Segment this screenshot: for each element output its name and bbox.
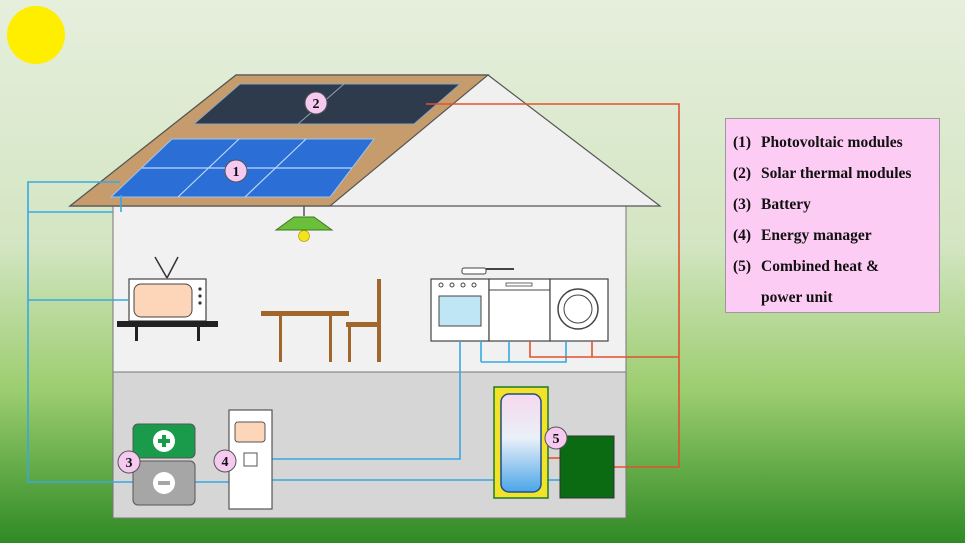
dishwasher (488, 278, 551, 342)
electric-lines (27, 181, 567, 483)
stove-knob (460, 282, 466, 288)
tv-knob (198, 287, 202, 291)
stove-knob (449, 282, 455, 288)
minus-icon-bar (158, 481, 170, 485)
legend-label: Photovoltaic modules (761, 134, 903, 151)
dishwasher-handle (505, 282, 533, 287)
table-top (261, 311, 349, 316)
legend-number: (5) (733, 258, 752, 275)
tv-screen (133, 283, 193, 318)
legend-label: Battery (761, 196, 811, 213)
marker-label: 3 (126, 456, 133, 471)
tv-stand-leg (135, 327, 138, 341)
pan-icon (461, 267, 487, 275)
table-leg (329, 316, 332, 362)
lamp-bulb-icon (298, 230, 310, 242)
legend-item: (2) Solar thermal modules (733, 158, 933, 189)
table-leg (279, 316, 282, 362)
tv-stand-leg (197, 327, 200, 341)
legend-number: (1) (733, 134, 752, 151)
legend-item: (1) Photovoltaic modules (733, 127, 933, 158)
chp-tank (500, 393, 542, 493)
washer-drum-inner (563, 294, 593, 324)
chp-unit (559, 435, 615, 499)
tv-stand-top (117, 321, 218, 327)
legend-number: (4) (733, 227, 752, 244)
oven-window (438, 295, 482, 327)
legend-label-line: Combined heat & (761, 258, 879, 275)
marker-label: 2 (313, 97, 320, 112)
marker-5: 5 (544, 426, 568, 450)
marker-3: 3 (117, 450, 141, 474)
tv-knob (198, 301, 202, 305)
stove-knob (471, 282, 477, 288)
marker-label: 1 (233, 165, 240, 180)
marker-1: 1 (224, 159, 248, 183)
marker-label: 4 (222, 455, 229, 470)
legend-label: Solar thermal modules (761, 165, 912, 182)
legend-number: (2) (733, 165, 752, 182)
energy-manager-button (243, 452, 258, 467)
tv-antenna-left (154, 256, 168, 279)
legend-label: Energy manager (761, 227, 872, 244)
legend-number: (3) (733, 196, 752, 213)
marker-label: 5 (553, 432, 560, 447)
chair-seat (346, 322, 381, 327)
plus-icon-v (162, 435, 166, 447)
chair-back (377, 279, 381, 362)
marker-2: 2 (304, 91, 328, 115)
legend-label-line: power unit (761, 289, 833, 306)
tv-knob (198, 294, 202, 298)
pv-grid-v2 (244, 138, 307, 198)
legend-item: (3) Battery (733, 189, 933, 220)
sun-icon (7, 6, 65, 64)
legend-label: Combined heat & power unit (761, 251, 933, 313)
marker-4: 4 (213, 449, 237, 473)
pv-grid-v1 (177, 138, 240, 198)
stove-knob (438, 282, 444, 288)
legend-box: (1) Photovoltaic modules (2) Solar therm… (725, 118, 940, 313)
legend-item: (5) Combined heat & power unit (733, 251, 933, 313)
energy-manager-display (234, 421, 266, 443)
legend-item: (4) Energy manager (733, 220, 933, 251)
tv-antenna-right (166, 256, 179, 279)
heat-lines (426, 103, 680, 468)
lamp-shade (274, 216, 334, 231)
chair-leg (348, 327, 351, 362)
